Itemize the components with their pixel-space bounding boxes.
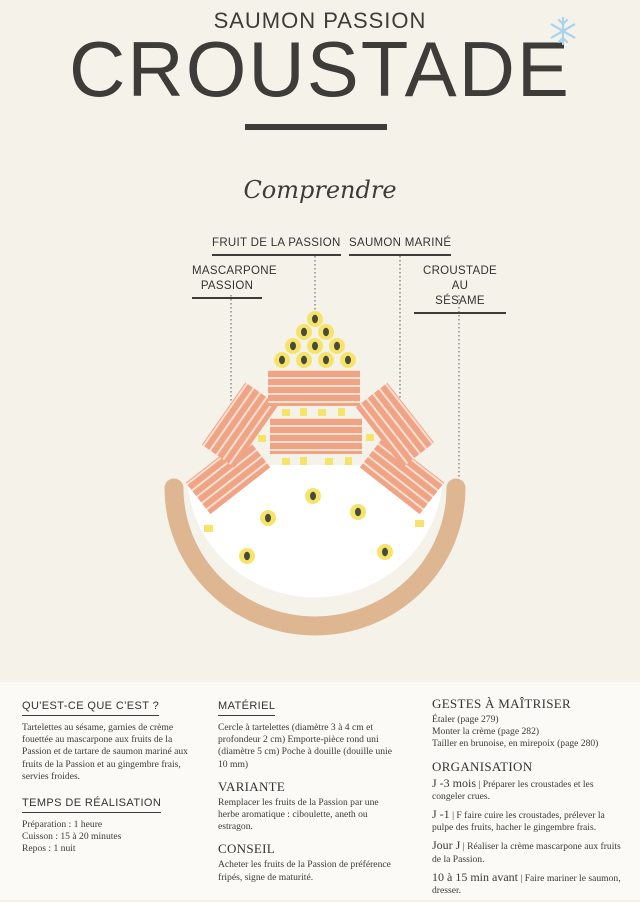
variante-text: Remplacer les fruits de la Passion par u…	[218, 796, 379, 833]
passion-pulp-bits	[204, 408, 424, 532]
org-step: Jour J | Réaliser la crème mascarpone au…	[432, 838, 621, 865]
title-divider	[245, 124, 387, 130]
quest-heading: QU'EST-CE QUE C'EST ?	[22, 700, 160, 716]
temps-list: Préparation : 1 heure Cuisson : 15 à 20 …	[22, 819, 122, 855]
variante-heading: VARIANTE	[218, 778, 286, 794]
recipe-title: CROUSTADE	[69, 25, 571, 113]
info-column-3: GESTES À MAÎTRISER Étaler (page 279) Mon…	[432, 696, 628, 902]
diagram-illustration	[164, 256, 466, 636]
info-panel: QU'EST-CE QUE C'EST ? Tartelettes au sés…	[0, 682, 640, 900]
passion-fruit-pyramid	[274, 311, 356, 368]
recipe-subtitle: SAUMON PASSION	[213, 8, 427, 33]
info-column-2: MATÉRIEL Cercle à tartelettes (diamètre …	[218, 694, 398, 892]
snowflake-icon	[550, 16, 576, 46]
gestes-heading: GESTES À MAÎTRISER	[432, 696, 572, 711]
passion-fruit-seeds	[239, 488, 393, 564]
temps-heading: TEMPS DE RÉALISATION	[22, 797, 162, 814]
materiel-heading: MATÉRIEL	[218, 700, 276, 716]
info-column-1: QU'EST-CE QUE C'EST ? Tartelettes au sés…	[22, 694, 190, 864]
label-mascarpone-passion: MASCARPONE PASSION	[192, 264, 276, 299]
salmon-pieces	[185, 370, 445, 515]
label-croustade-sesame: CROUSTADE AU SÉSAME	[414, 264, 506, 314]
header: SAUMON PASSION CROUSTADE	[0, 0, 640, 140]
conseil-text: Acheter les fruits de la Passion de préf…	[218, 859, 391, 883]
croustade-diagram: FRUIT DE LA PASSION SAUMON MARINÉ MASCAR…	[0, 220, 640, 660]
gestes-list: Étaler (page 279) Monter la crème (page …	[432, 714, 599, 750]
org-step: J -1 | F faire cuire les croustades, pré…	[432, 807, 605, 834]
quest-text: Tartelettes au sésame, garnies de crème …	[22, 722, 188, 782]
croustade-shell	[164, 478, 466, 636]
organisation-heading: ORGANISATION	[432, 758, 533, 774]
section-heading: Comprendre	[243, 176, 397, 204]
materiel-text: Cercle à tartelettes (diamètre 3 à 4 cm …	[218, 722, 392, 770]
mascarpone-cream	[188, 465, 442, 598]
conseil-heading: CONSEIL	[218, 841, 275, 857]
org-step: J -3 mois | Préparer les croustades et l…	[432, 775, 594, 802]
org-step: 10 à 15 min avant | Faire mariner le sau…	[432, 869, 621, 897]
label-saumon-marine: SAUMON MARINÉ	[349, 236, 452, 256]
label-fruit-passion: FRUIT DE LA PASSION	[212, 236, 341, 256]
